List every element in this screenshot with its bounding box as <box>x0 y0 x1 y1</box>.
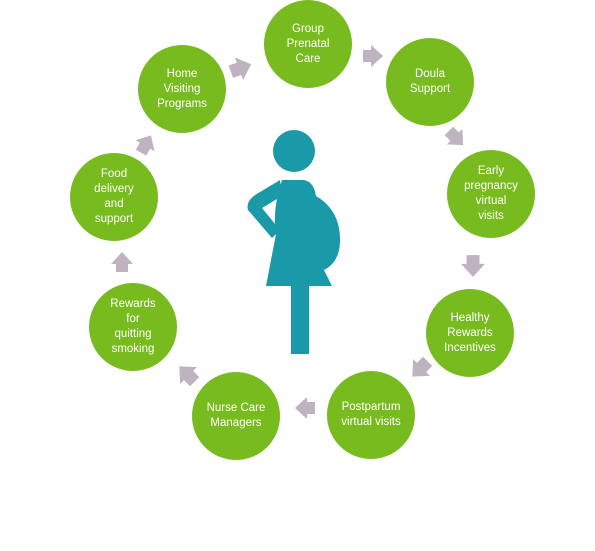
node-label: Food delivery and support <box>94 168 134 225</box>
arrow-left-icon <box>295 397 315 419</box>
arrow-up-right-icon <box>135 135 155 156</box>
node-label: Group Prenatal Care <box>286 22 330 65</box>
arrow-right-icon <box>363 45 383 67</box>
node-early-pregnancy-virtual-visits: Early pregnancy virtual visits <box>447 150 535 238</box>
node-nurse-care-managers: Nurse Care Managers <box>192 372 280 460</box>
node-food-delivery-and-support: Food delivery and support <box>70 153 158 241</box>
node-label: Home Visiting Programs <box>157 67 207 110</box>
node-group-prenatal-care: Group Prenatal Care <box>264 0 352 88</box>
node-label: Doula Support <box>409 68 451 95</box>
arrow-down-right-icon <box>444 126 464 146</box>
node-postpartum-virtual-visits: Postpartum virtual visits <box>327 371 415 459</box>
node-label: Healthy Rewards Incentives <box>444 311 496 354</box>
arrow-down-left-icon <box>412 356 433 377</box>
arrow-right-icon <box>228 57 252 80</box>
arrow-up-icon <box>111 252 133 272</box>
node-label: Postpartum virtual visits <box>341 401 401 428</box>
pregnant-woman-icon <box>247 130 340 354</box>
node-rewards-for-quitting-smoking: Rewards for quitting smoking <box>89 283 177 371</box>
node-label: Rewards for quitting smoking <box>110 298 156 355</box>
arrow-up-left-icon <box>179 366 200 387</box>
arrow-down-icon <box>461 255 485 277</box>
node-home-visiting-programs: Home Visiting Programs <box>138 45 226 133</box>
node-label: Nurse Care Managers <box>206 402 266 429</box>
node-healthy-rewards-incentives: Healthy Rewards Incentives <box>426 289 514 377</box>
node-doula-support: Doula Support <box>386 38 474 126</box>
node-label: Early pregnancy virtual visits <box>464 165 518 222</box>
